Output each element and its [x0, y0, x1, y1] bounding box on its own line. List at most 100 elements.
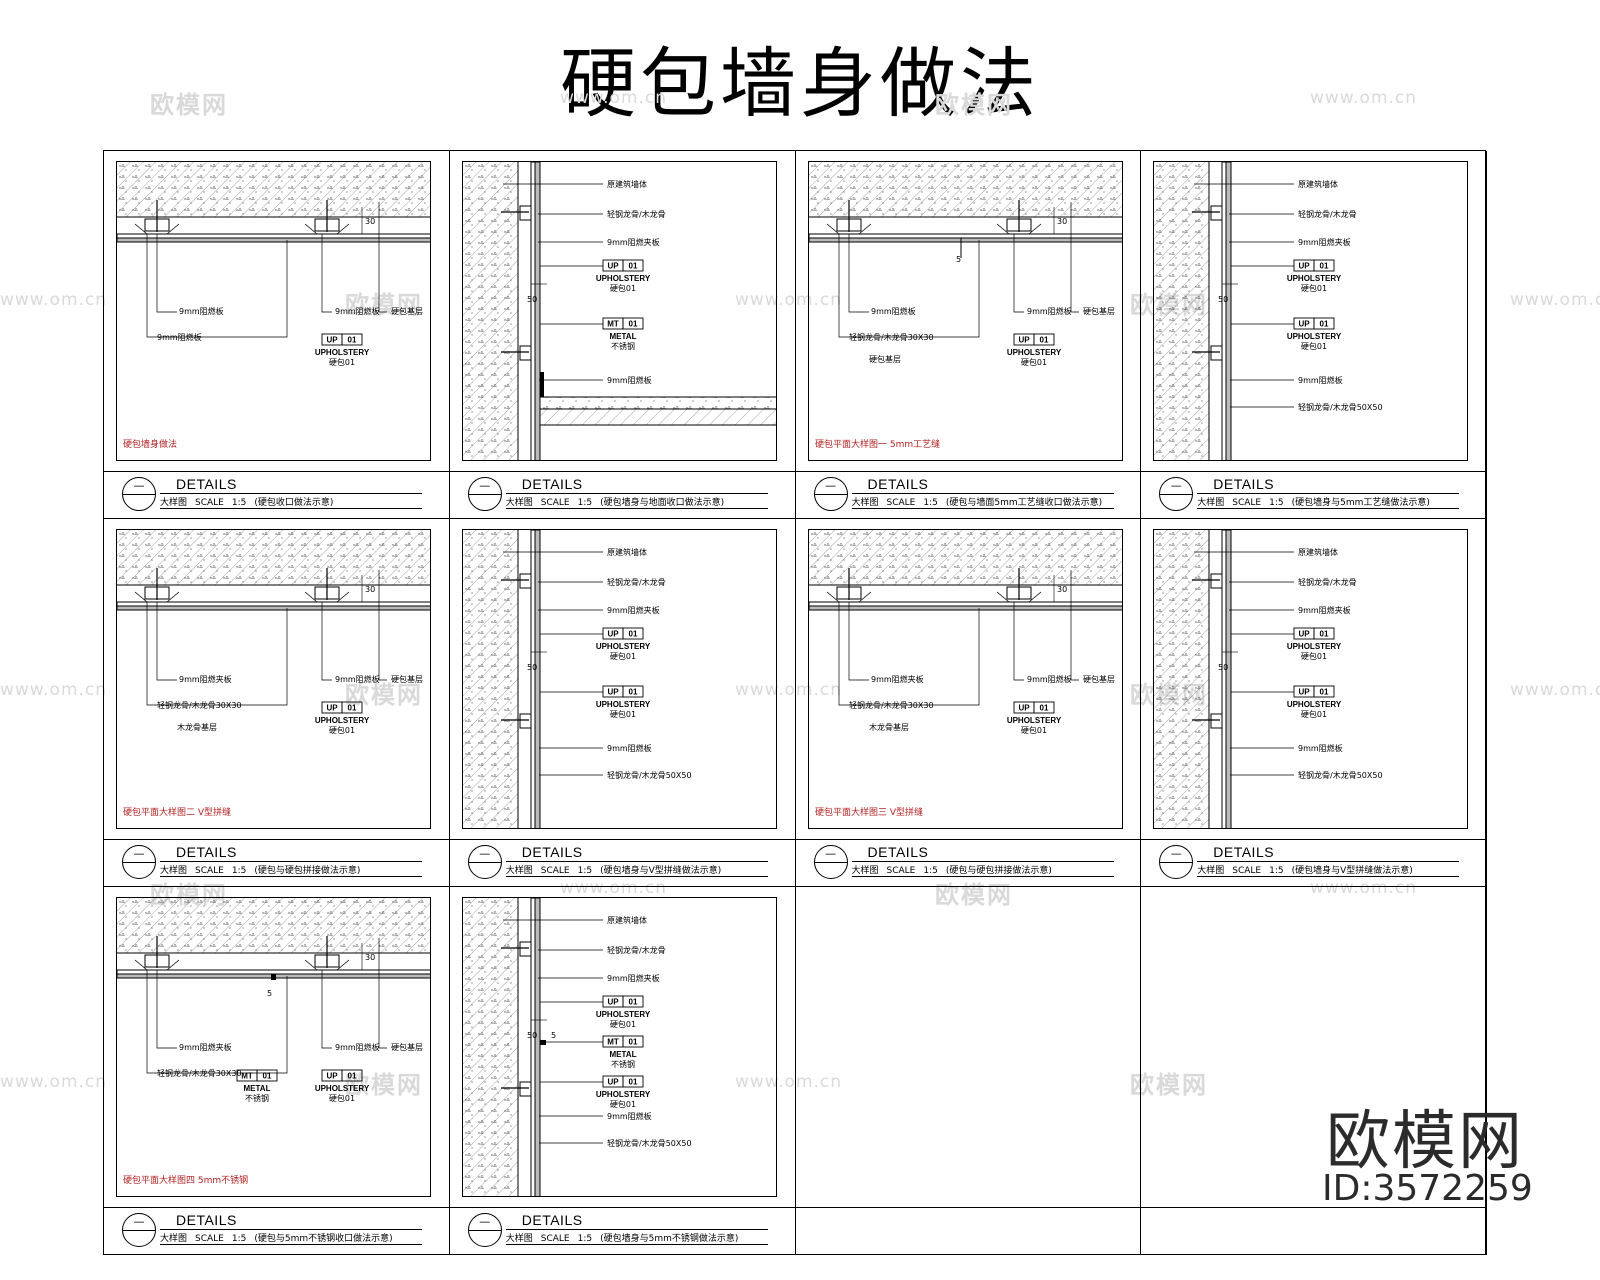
- dimension-text: 5: [956, 255, 961, 264]
- tag-code: UP: [1299, 688, 1311, 697]
- detail-label-cn: 大样图: [505, 498, 533, 508]
- empty-title-block: [795, 1207, 1141, 1255]
- tag-subtitle: 硬包01: [329, 725, 355, 735]
- detail-description: (硬包与墙面5mm工艺缝收口做法示意): [945, 498, 1103, 508]
- plywood-layer: [808, 233, 1122, 239]
- dimension-text: 30: [1057, 217, 1067, 226]
- detail-number-bubble: —: [122, 845, 156, 879]
- callout-label: 硬包基层: [391, 674, 423, 684]
- leader-line: [146, 602, 288, 706]
- plywood-layer: [1221, 530, 1227, 828]
- tag-material: UPHOLSTERY: [596, 1010, 651, 1019]
- tag-code: MT: [241, 1072, 253, 1081]
- scale-label: SCALE: [886, 866, 916, 876]
- brand-logo: 欧模网: [1326, 1105, 1524, 1179]
- upholstery-layer: [117, 237, 430, 243]
- tag-subtitle: 硬包01: [1020, 725, 1046, 735]
- tag-number: 01: [1039, 704, 1048, 713]
- drawing-note: 硬包墙身做法: [123, 438, 177, 450]
- keel-bracket: [500, 573, 532, 589]
- scale-label: SCALE: [195, 1234, 224, 1244]
- dimension-text: 50: [1218, 663, 1228, 672]
- leader-line: [848, 234, 869, 313]
- upholstery-layer: [1225, 530, 1232, 828]
- scale-value: 1:5: [1269, 866, 1284, 876]
- dimension-text: 50: [527, 663, 537, 672]
- callout-label: 9mm阻燃板: [335, 674, 380, 684]
- callout-label: 9mm阻燃板: [871, 306, 916, 316]
- detail-number: —: [479, 479, 491, 492]
- concrete-aggregate: [117, 898, 430, 953]
- dimension-text: 50: [527, 1031, 537, 1040]
- tag-subtitle: 不锈钢: [611, 1059, 635, 1069]
- callout-label: 轻钢龙骨/木龙骨50X50: [1298, 770, 1383, 780]
- tag-code: UP: [607, 630, 619, 639]
- callout-label: 9mm阻燃板: [607, 743, 652, 753]
- callout-label: 轻钢龙骨/木龙骨: [607, 577, 666, 587]
- tag-material: UPHOLSTERY: [315, 1084, 370, 1093]
- tag-code: UP: [1018, 704, 1030, 713]
- title-rule-bottom: [505, 1244, 768, 1245]
- tag-material: UPHOLSTERY: [315, 348, 370, 357]
- tag-code: UP: [607, 688, 619, 697]
- callout-label: 轻钢龙骨/木龙骨30X30: [157, 700, 242, 710]
- upholstery-layer: [808, 237, 1122, 243]
- detail-label-cn: 大样图: [160, 866, 188, 876]
- callout-label: 9mm阻燃板: [157, 332, 202, 342]
- keel-bracket: [500, 205, 532, 221]
- watermark-url: www.om.cn: [0, 680, 108, 700]
- title-rule-bottom: [160, 508, 422, 509]
- tag-code: UP: [607, 1078, 619, 1087]
- callout-label: 9mm阻燃夹板: [179, 674, 232, 684]
- callout-label: 原建筑墙体: [607, 915, 647, 925]
- steel-base: [539, 372, 544, 397]
- upholstery-layer: [534, 530, 541, 828]
- leader-line: [146, 234, 288, 338]
- callout-label: 轻钢龙骨/木龙骨: [607, 209, 666, 219]
- drawing-note: 硬包平面大样图四 5mm不锈钢: [123, 1174, 248, 1186]
- detail-title: DETAILS: [521, 476, 583, 492]
- callout-label: 轻钢龙骨/木龙骨: [607, 945, 666, 955]
- tag-number: 01: [628, 320, 637, 329]
- tag-number: 01: [348, 1072, 357, 1081]
- detail-number: —: [1170, 847, 1182, 860]
- callout-label: 原建筑墙体: [1298, 547, 1338, 557]
- tag-number: 01: [1320, 262, 1329, 271]
- tag-subtitle: 硬包01: [1301, 651, 1327, 661]
- title-rule: [851, 861, 1114, 862]
- detail-number-bubble: —: [122, 1213, 156, 1247]
- detail-number: —: [133, 1215, 145, 1228]
- detail-number: —: [133, 479, 145, 492]
- tag-subtitle: 硬包01: [1020, 357, 1046, 367]
- detail-label-cn: 大样图: [851, 866, 879, 876]
- scale-value: 1:5: [231, 498, 247, 508]
- drawing-note: 硬包平面大样图一 5mm工艺缝: [815, 438, 940, 450]
- detail-number-bubble: —: [467, 477, 502, 511]
- callout-label: 9mm阻燃板: [335, 1042, 380, 1052]
- callout-label: 木龙骨基层: [177, 722, 217, 732]
- title-rule-bottom: [1197, 508, 1460, 509]
- concrete-aggregate: [1154, 162, 1210, 460]
- title-rule-bottom: [851, 508, 1114, 509]
- callout-label: 原建筑墙体: [607, 547, 647, 557]
- plywood-layer: [117, 601, 430, 607]
- watermark-url: www.om.cn: [1510, 680, 1600, 700]
- leader-line: [378, 938, 387, 1049]
- keel-bracket: [1192, 713, 1223, 729]
- keel-bracket: [304, 936, 350, 971]
- keel-bracket: [134, 568, 180, 603]
- dimension-text: 30: [365, 217, 375, 226]
